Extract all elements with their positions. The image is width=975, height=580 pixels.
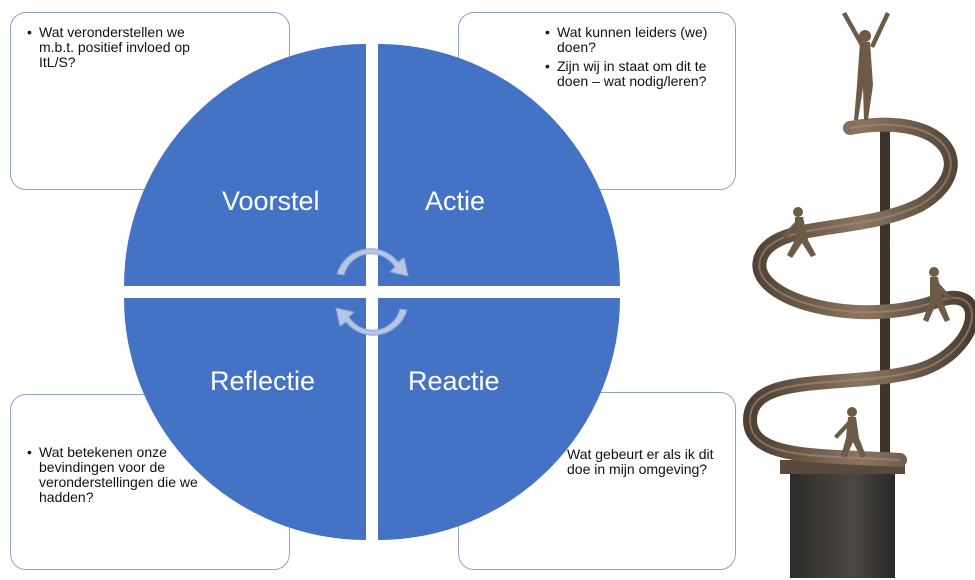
quadrant-actie: [378, 44, 620, 286]
quadrant-voorstel: [124, 44, 366, 286]
bullet-item: Wat veronderstellen we m.b.t. positief i…: [27, 25, 219, 70]
cycle-arrow-top-icon: [336, 248, 409, 277]
quadrant-reactie: [378, 298, 620, 540]
quadrant-label-reactie: Reactie: [408, 366, 500, 396]
cycle-arrow-bottom-icon: [335, 307, 408, 336]
quadrant-label-reflectie: Reflectie: [210, 366, 316, 396]
bullet-item: Zijn wij in staat om dit te doen – wat n…: [545, 59, 717, 89]
bullet-item: Wat kunnen leiders (we) doen?: [545, 25, 717, 55]
reaction-text: Wat gebeurt er als ik dit doe in mijn om…: [567, 446, 714, 477]
quadrant-reflectie: [124, 298, 366, 540]
bullet-item: Wat betekenen onze bevindingen voor de v…: [27, 445, 199, 505]
quadrant-label-actie: Actie: [425, 186, 486, 216]
spiral-sculpture-image: [742, 12, 975, 578]
quadrant-label-voorstel: Voorstel: [222, 186, 320, 216]
